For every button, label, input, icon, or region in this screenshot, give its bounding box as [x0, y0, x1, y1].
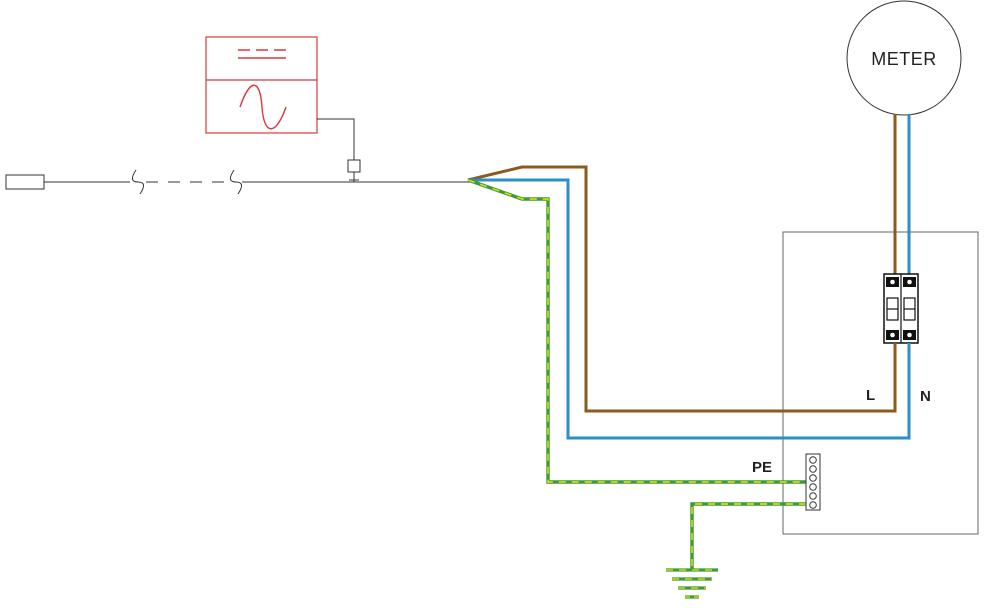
plug-cable [5, 169, 470, 195]
live-wire [467, 165, 897, 413]
distribution-panel [782, 231, 979, 535]
plug-icon [5, 174, 45, 190]
neutral-wire [468, 178, 911, 440]
inverter-box [205, 36, 361, 182]
earth-wire [467, 178, 806, 484]
inline-connector-icon [347, 159, 361, 173]
double-pole-breaker-icon [883, 273, 919, 344]
live-label: L [866, 387, 875, 404]
inverter-sine-wave-icon [239, 84, 287, 130]
earth-label: PE [752, 459, 772, 476]
meter-circle [846, 0, 962, 116]
inverter-frame [205, 36, 318, 134]
neutral-label: N [920, 388, 931, 405]
meter: METER [846, 0, 962, 116]
ground-wire [690, 502, 806, 570]
cable-break-mark [132, 169, 144, 195]
cable-break-mark [230, 169, 242, 195]
dc-symbol-icon [238, 49, 286, 59]
meter-label: METER [871, 49, 937, 69]
terminal-block-icon [805, 453, 821, 511]
ground-symbol-icon [666, 568, 718, 599]
